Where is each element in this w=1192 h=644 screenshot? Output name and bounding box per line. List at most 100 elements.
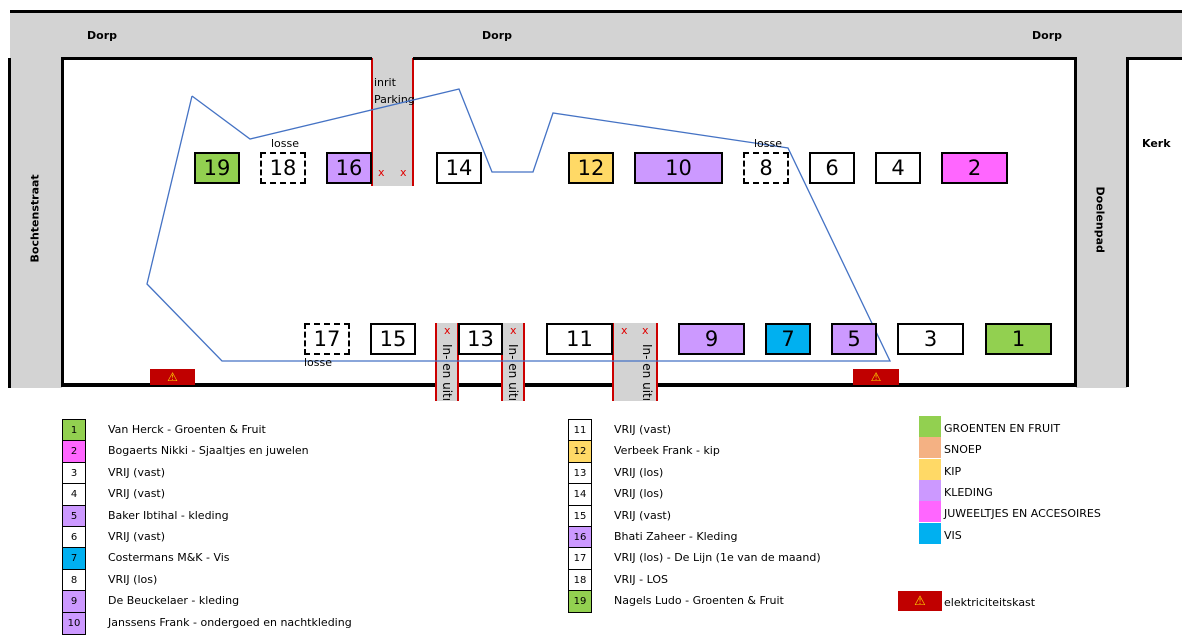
stand-15[interactable]: 15 [370,323,416,355]
church-label: Kerk [1142,137,1171,150]
electricity-box[interactable]: ⚠ [853,369,899,385]
stand-12[interactable]: 12 [568,152,614,184]
legend-row: 9 De Beuckelaer - kleding [62,590,522,614]
lane-3 [612,323,658,401]
legend-category-row: JUWEELTJES EN ACCESOIRES [919,501,1179,523]
stand-1[interactable]: 1 [985,323,1052,355]
legend-text: VRIJ (vast) [108,465,166,479]
lane-label: In- en uitrit [506,344,520,400]
legend-number: 8 [62,568,86,592]
legend-number: 13 [568,461,592,485]
stand-4[interactable]: 4 [875,152,921,184]
legend-number: 15 [568,504,592,528]
legend-text: Verbeek Frank - kip [614,444,720,458]
stand-7[interactable]: 7 [765,323,811,355]
legend-text: Nagels Ludo - Groenten & Fruit [614,594,784,608]
legend-category-label: SNOEP [944,443,982,457]
stand-19[interactable]: 19 [194,152,240,184]
legend-row: 13 VRIJ (los) [568,461,908,485]
street-label-dorp: Dorp [482,29,512,42]
legend-text: Bhati Zaheer - Kleding [614,530,738,543]
legend-text: VRIJ (vast) [108,487,166,501]
stand-18[interactable]: 18 [260,152,306,184]
x-mark: x [444,324,451,337]
street-label-dorp: Dorp [1032,29,1062,42]
legend-number: 9 [62,590,86,614]
legend-category-row: KLEDING [919,479,1179,501]
legend-number: 6 [62,526,86,549]
plaza-border-top-right [413,57,1077,60]
stand-17[interactable]: 17 [304,323,350,355]
stand-8[interactable]: 8 [743,152,789,184]
plaza-border-bottom [61,383,1077,387]
plaza-border-top-left [61,57,372,60]
lane-label: In- en uitrit [440,344,454,400]
legend-category-row: VIS [919,522,1179,544]
legend-text: Costermans M&K - Vis [108,551,230,565]
legend-text: VRIJ (los) [614,465,664,479]
electricity-box[interactable]: ⚠ [150,369,195,385]
legend-number: 18 [568,568,592,592]
stand-3[interactable]: 3 [897,323,964,355]
road-doelenpad [1076,58,1127,388]
legend-swatch [919,416,941,437]
legend-number: 10 [62,611,86,635]
stand-16[interactable]: 16 [326,152,372,184]
stand-14[interactable]: 14 [436,152,482,184]
stand-5[interactable]: 5 [831,323,877,355]
stand-9[interactable]: 9 [678,323,745,355]
plaza-border-right [1074,57,1077,387]
legend-number: 7 [62,547,86,571]
legend-swatch [919,437,941,459]
x-mark: x [378,166,385,179]
legend-text: VRIJ - LOS [614,572,668,586]
legend-row: 8 VRIJ (los) [62,568,522,592]
legend-electricity-swatch: ⚠ [898,591,942,611]
legend-row: 19 Nagels Ludo - Groenten & Fruit [568,590,908,614]
legend-text: VRIJ (los) [614,487,664,501]
legend-number: 12 [568,440,592,464]
lane-label: In- en uitrit [640,344,654,400]
legend-number: 5 [62,504,86,528]
road-dorp [10,12,1182,59]
legend-row: 15 VRIJ (vast) [568,504,908,528]
legend-text: Janssens Frank - ondergoed en nachtkledi… [108,615,352,629]
legend-text: VRIJ (vast) [614,508,672,522]
legend-text: VRIJ (vast) [108,530,166,543]
legend-number: 19 [568,590,592,614]
legend-text: Bogaerts Nikki - Sjaaltjes en juwelen [108,444,309,458]
legend-text: De Beuckelaer - kleding [108,594,240,608]
left-edge-line [8,58,11,388]
stand-10[interactable]: 10 [634,152,723,184]
legend-swatch [919,479,941,501]
legend-text: VRIJ (los) [108,572,158,586]
legend-text: Baker Ibtihal - kleding [108,508,229,522]
legend-swatch [919,522,941,544]
legend-category-label: JUWEELTJES EN ACCESOIRES [944,507,1101,521]
church-border-top [1126,57,1182,60]
parking-entrance [371,58,414,186]
church-border-left [1126,57,1129,387]
stand-6[interactable]: 6 [809,152,855,184]
street-label-dorp: Dorp [87,29,117,42]
stand-13[interactable]: 13 [458,323,503,355]
legend-swatch [919,501,941,523]
lane-1 [435,323,459,401]
legend-row: 10 Janssens Frank - ondergoed en nachtkle… [62,611,522,635]
stand-11[interactable]: 11 [546,323,613,355]
legend-row: 3 VRIJ (vast) [62,461,522,485]
legend-category-label: GROENTEN EN FRUIT [944,422,1061,435]
legend-category-label: KLEDING [944,485,993,499]
legend-number: 3 [62,461,86,485]
x-mark: x [510,324,517,337]
legend-swatch [919,458,941,480]
x-mark: x [621,324,628,337]
legend-text: VRIJ (los) - De Lijn (1e van de maand) [614,551,821,565]
stand-2[interactable]: 2 [941,152,1008,184]
legend-category-row: KIP [919,458,1179,480]
